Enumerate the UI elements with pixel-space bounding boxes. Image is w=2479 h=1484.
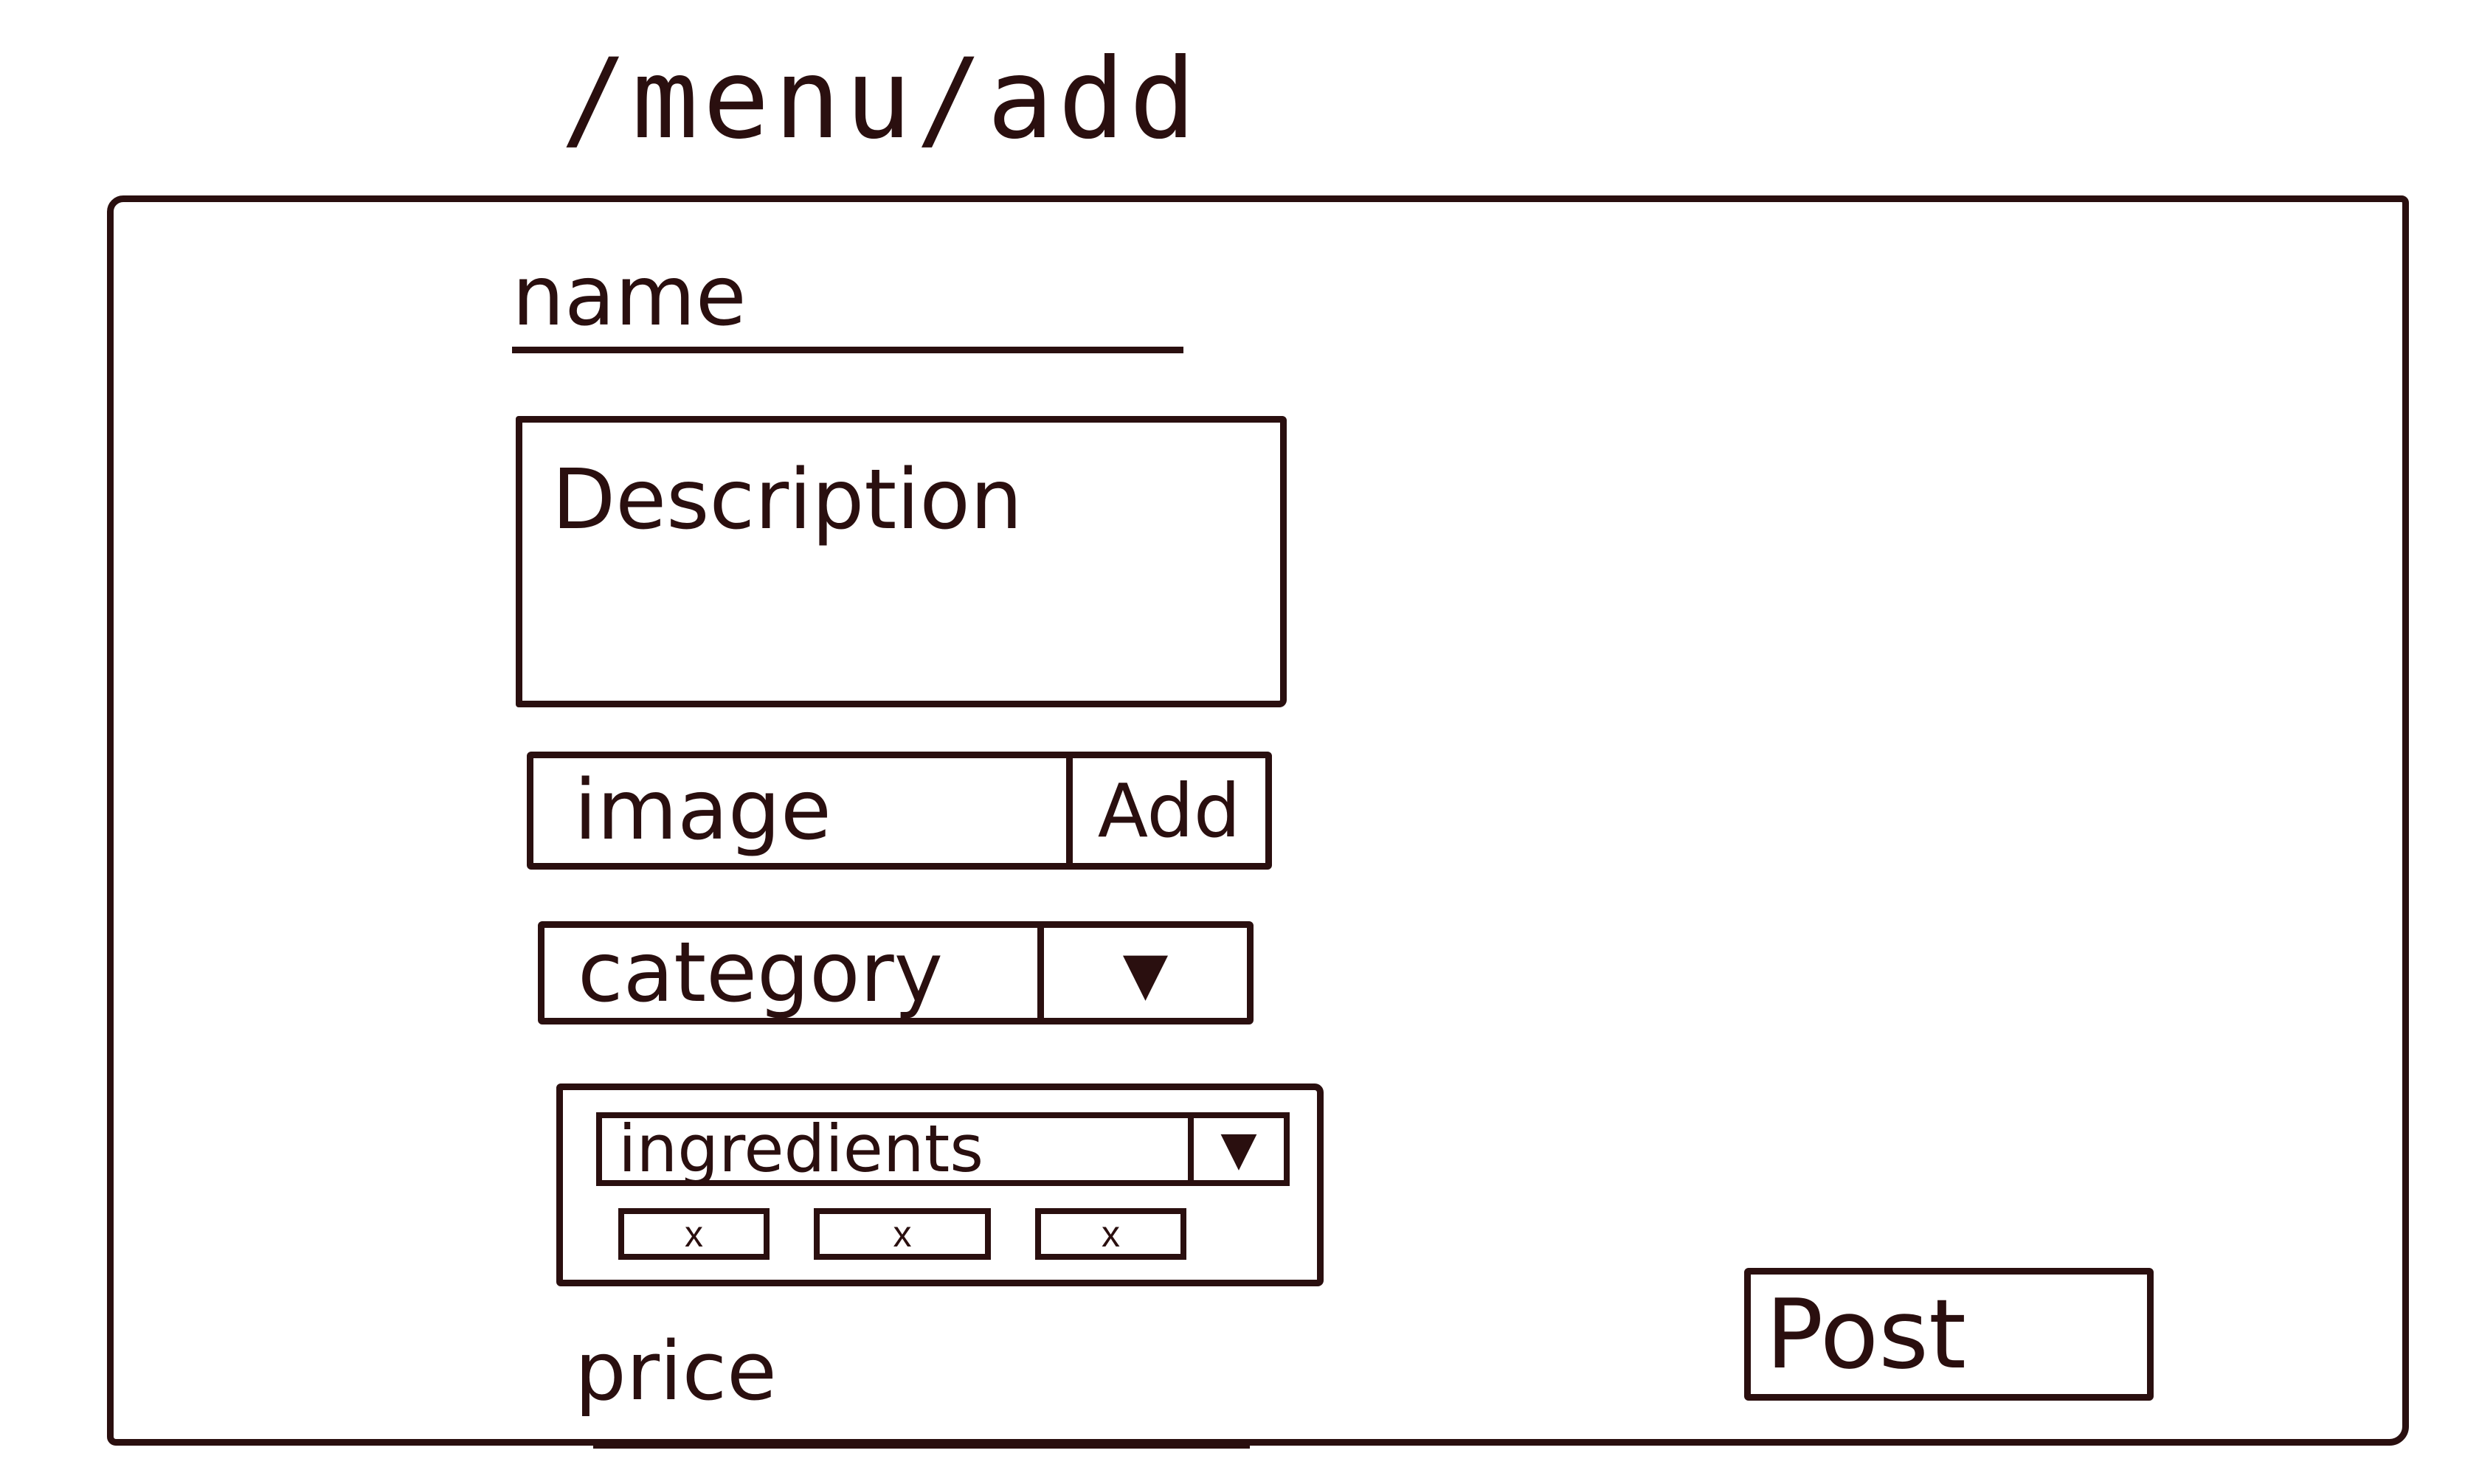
triangle-down-icon[interactable]: ▼ bbox=[1037, 928, 1247, 1018]
ingredient-chip-remove-button[interactable]: x bbox=[618, 1208, 770, 1260]
ingredients-select[interactable]: ingredients ▼ bbox=[596, 1112, 1290, 1186]
ingredients-label: ingredients bbox=[596, 1112, 1194, 1186]
form-container: image Add category ▼ ingredients ▼ x x x… bbox=[107, 195, 2409, 1449]
image-label: image bbox=[574, 763, 831, 859]
ingredients-box: ingredients ▼ x x x bbox=[556, 1083, 1324, 1286]
post-button[interactable]: Post bbox=[1744, 1268, 2154, 1401]
description-textarea[interactable] bbox=[516, 416, 1287, 707]
image-upload-row: image Add bbox=[527, 752, 1272, 870]
image-add-button[interactable]: Add bbox=[1066, 758, 1265, 863]
name-input[interactable] bbox=[512, 246, 1183, 353]
ingredient-chip-remove-button[interactable]: x bbox=[1035, 1208, 1186, 1260]
price-label: price bbox=[575, 1324, 777, 1418]
category-label: category bbox=[578, 925, 943, 1021]
ingredient-chip-list: x x x bbox=[618, 1208, 1186, 1260]
page-route-title: /menu/add bbox=[561, 35, 1200, 164]
triangle-down-icon[interactable]: ▼ bbox=[1194, 1112, 1290, 1186]
category-select[interactable]: category ▼ bbox=[538, 921, 1254, 1024]
price-input[interactable] bbox=[593, 1426, 1250, 1449]
ingredient-chip-remove-button[interactable]: x bbox=[814, 1208, 991, 1260]
